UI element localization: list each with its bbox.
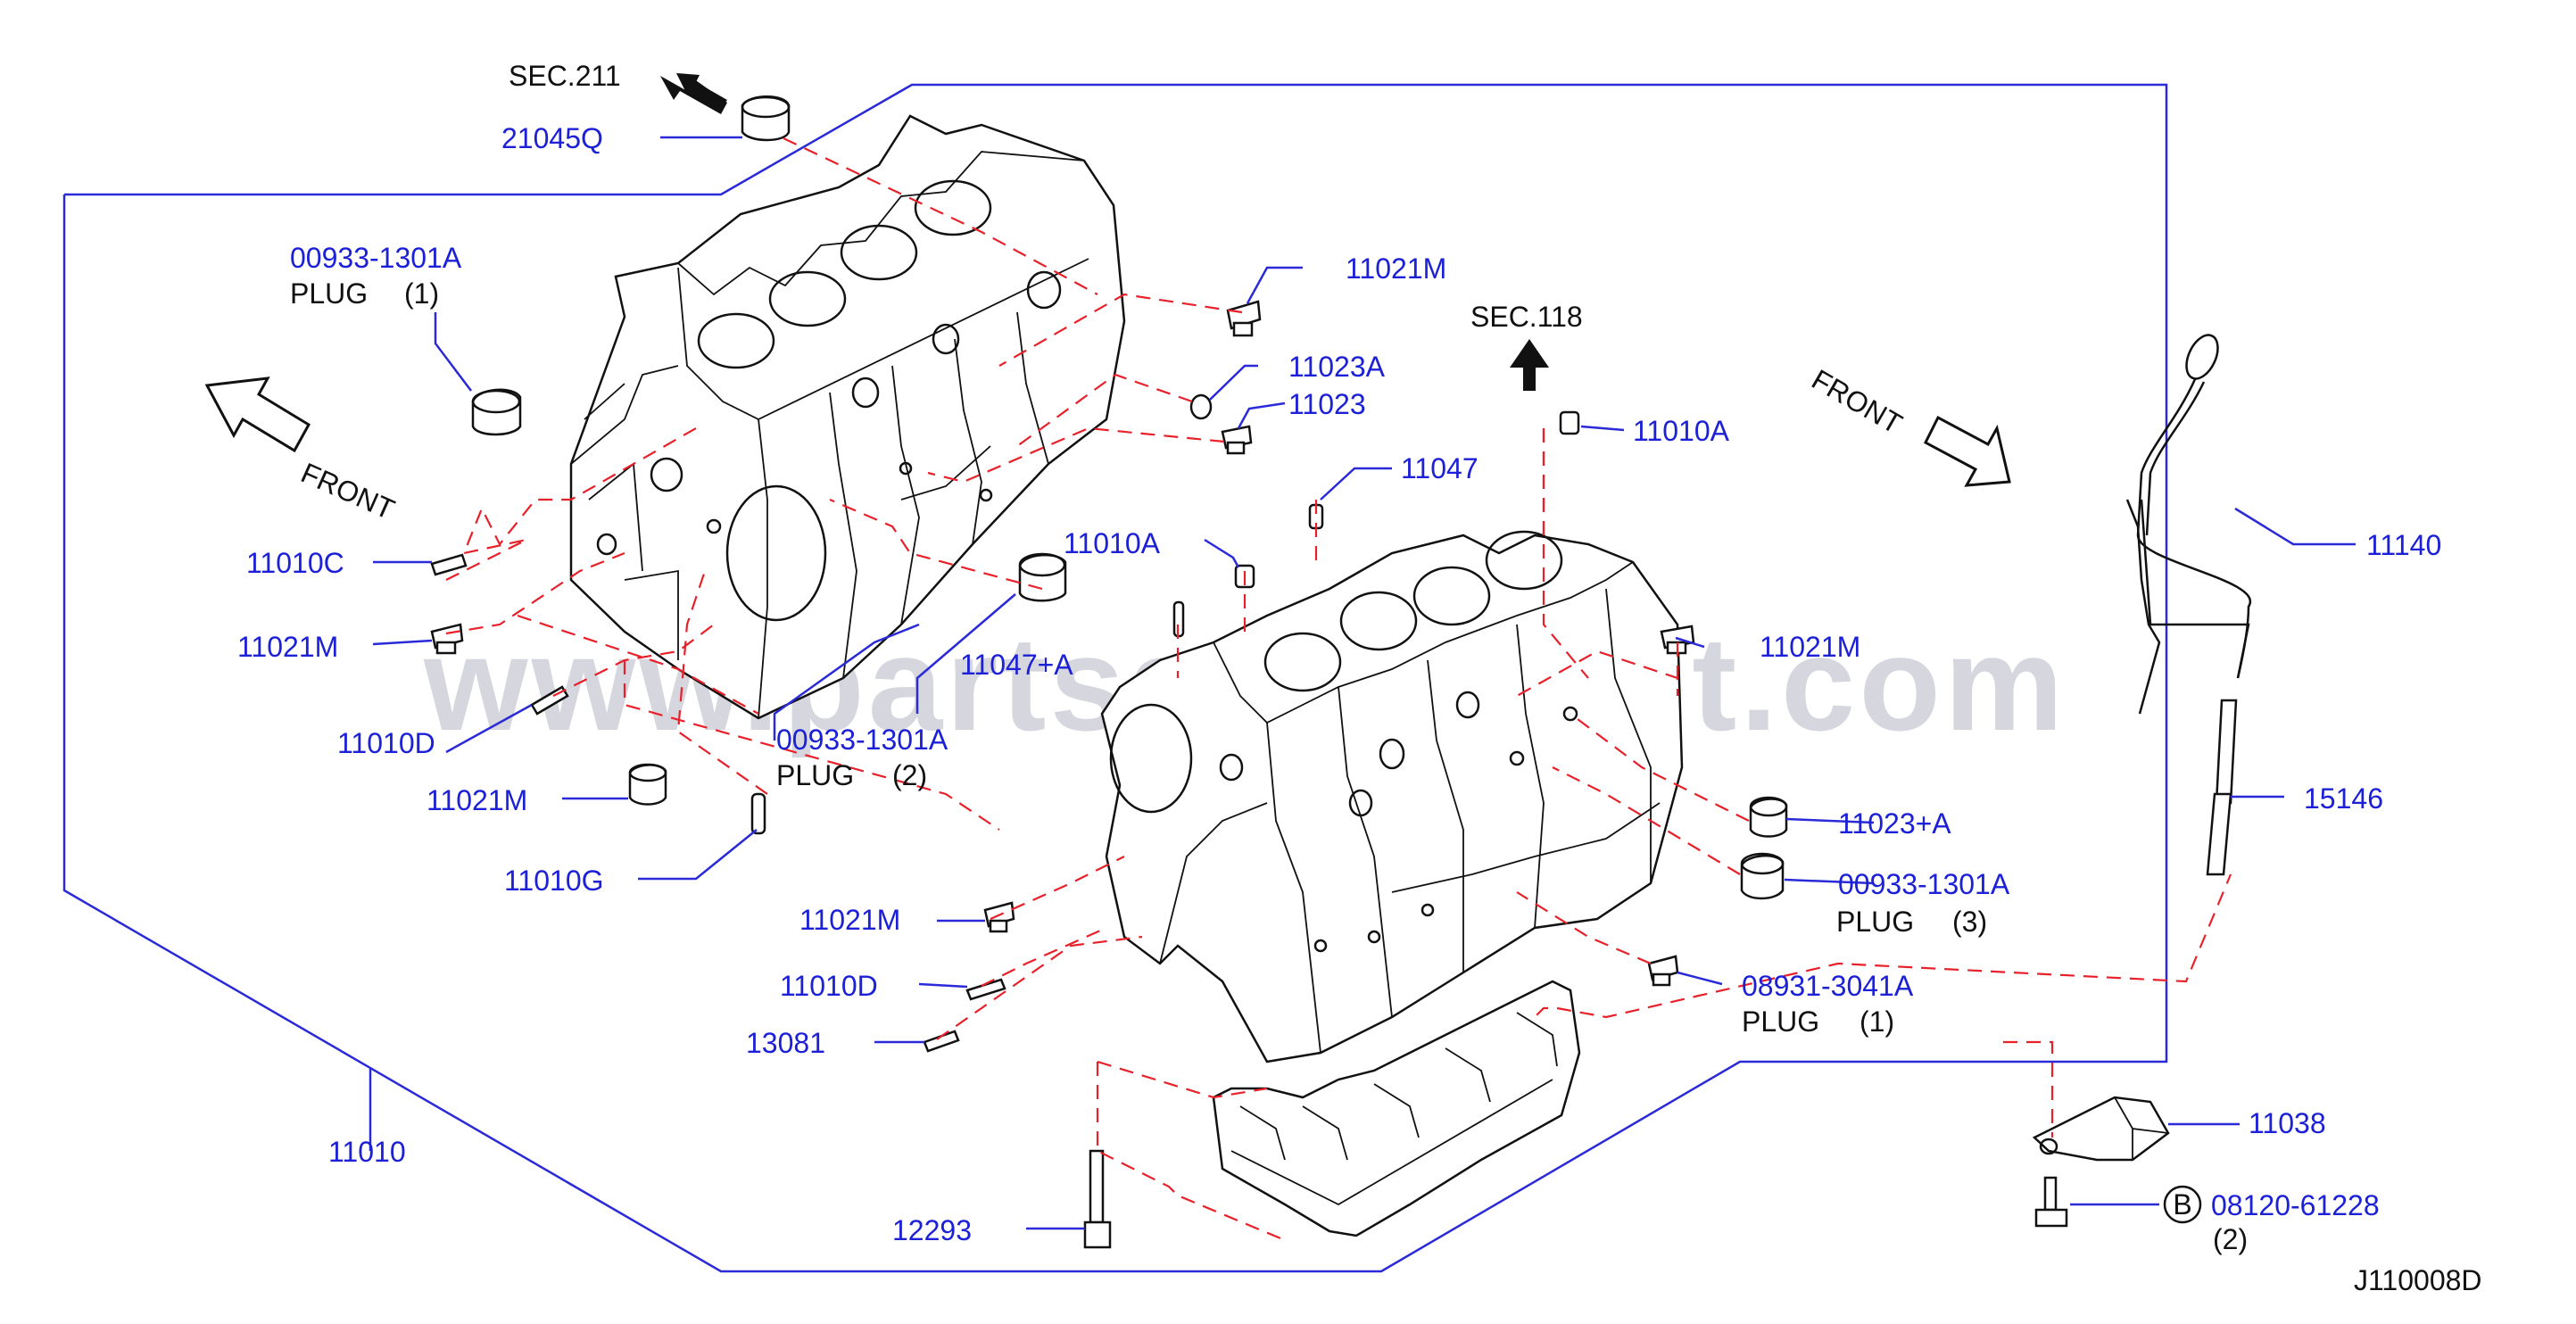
callout-plug-2-desc: PLUG bbox=[776, 759, 854, 791]
callout-11021m-bottom[interactable]: 11021M bbox=[799, 904, 900, 936]
callout-11021m-right[interactable]: 11021M bbox=[1760, 631, 1860, 663]
part-11023pa bbox=[1749, 796, 1788, 838]
callout-plug-1-desc: PLUG bbox=[290, 277, 368, 310]
callout-11010a-right[interactable]: 11010A bbox=[1633, 415, 1730, 447]
callout-13081[interactable]: 13081 bbox=[746, 1027, 825, 1059]
part-dipstick bbox=[2125, 334, 2252, 715]
part-dipstick-guide bbox=[2206, 699, 2238, 876]
callout-11021m-left[interactable]: 11021M bbox=[237, 631, 338, 663]
callout-plug-3-desc: PLUG bbox=[1836, 906, 1914, 938]
callout-00933-1301a-3[interactable]: 00933-1301A bbox=[1838, 868, 2010, 900]
callout-11010[interactable]: 11010 bbox=[328, 1136, 406, 1168]
callout-00933-1301a-2[interactable]: 00933-1301A bbox=[776, 724, 948, 756]
part-21045q bbox=[741, 95, 791, 142]
part-plug-00933-3 bbox=[1740, 852, 1785, 900]
callout-08120-qty: (2) bbox=[2213, 1223, 2248, 1255]
callout-00933-1301a-1[interactable]: 00933-1301A bbox=[290, 242, 462, 274]
sec118-arrow bbox=[1510, 339, 1549, 391]
front-arrow-left bbox=[204, 377, 311, 453]
front-arrow-right bbox=[1924, 415, 2011, 487]
cylinder-block-left bbox=[569, 114, 1126, 720]
callout-08931-3041a[interactable]: 08931-3041A bbox=[1742, 970, 1914, 1002]
callout-11023a[interactable]: 11023A bbox=[1288, 351, 1386, 383]
callout-plug-3-qty: (3) bbox=[1952, 906, 1987, 938]
diagram-code: J110008D bbox=[2354, 1264, 2482, 1296]
marker-b-circle: B bbox=[2163, 1185, 2202, 1224]
callout-11140[interactable]: 11140 bbox=[2366, 529, 2441, 561]
callout-plug-4-qty: (1) bbox=[1860, 1005, 1894, 1038]
callout-plug-4-desc: PLUG bbox=[1742, 1005, 1819, 1038]
section-ref-118[interactable]: SEC.118 bbox=[1470, 301, 1583, 333]
callout-21045q[interactable]: 21045Q bbox=[501, 122, 603, 154]
callout-11010d-left[interactable]: 11010D bbox=[337, 727, 435, 759]
callout-11010g[interactable]: 11010G bbox=[504, 865, 604, 897]
cylinder-block-right bbox=[1100, 530, 1684, 1063]
callout-12293[interactable]: 12293 bbox=[892, 1214, 972, 1246]
part-plug-00933-1 bbox=[471, 388, 522, 436]
part-11021m-plugs bbox=[430, 300, 1695, 987]
part-11023-11023a bbox=[1189, 393, 1253, 455]
callout-11038[interactable]: 11038 bbox=[2249, 1107, 2326, 1139]
front-label-right: FRONT bbox=[1807, 363, 1908, 440]
callout-11010c[interactable]: 11010C bbox=[246, 547, 344, 579]
main-bearing-ladder bbox=[1212, 980, 1581, 1237]
callout-plug-2-qty: (2) bbox=[892, 759, 927, 791]
marker-b-label: B bbox=[2173, 1188, 2191, 1221]
callout-11047[interactable]: 11047 bbox=[1401, 452, 1479, 484]
front-label-left: FRONT bbox=[296, 457, 399, 526]
section-ref-211[interactable]: SEC.211 bbox=[509, 60, 621, 92]
part-plug-00933-2 bbox=[1018, 552, 1067, 602]
part-bolt-12293 bbox=[1083, 1149, 1112, 1249]
callout-11023[interactable]: 11023 bbox=[1288, 388, 1366, 420]
callout-11021m-lower-left[interactable]: 11021M bbox=[427, 784, 527, 816]
assembly-boundary bbox=[62, 83, 2168, 1273]
callout-leaders bbox=[369, 136, 2356, 1230]
callout-15146[interactable]: 15146 bbox=[2304, 782, 2383, 815]
callout-11021m-top[interactable]: 11021M bbox=[1346, 252, 1446, 285]
callout-11010a-mid[interactable]: 11010A bbox=[1064, 527, 1161, 559]
part-dowels bbox=[430, 410, 1580, 1053]
callout-11023-a[interactable]: 11023+A bbox=[1838, 807, 1951, 840]
callout-11010d-bottom[interactable]: 11010D bbox=[780, 970, 878, 1002]
callout-08120-61228[interactable]: 08120-61228 bbox=[2211, 1189, 2380, 1221]
callout-11047-a[interactable]: 11047+A bbox=[960, 649, 1073, 681]
sec211-arrow bbox=[660, 73, 727, 114]
part-bracket-11038 bbox=[2032, 1096, 2170, 1162]
dashed-guide-lines bbox=[445, 137, 2232, 1242]
callout-plug-1-qty: (1) bbox=[404, 277, 439, 310]
part-bolt-08120 bbox=[2034, 1176, 2068, 1228]
